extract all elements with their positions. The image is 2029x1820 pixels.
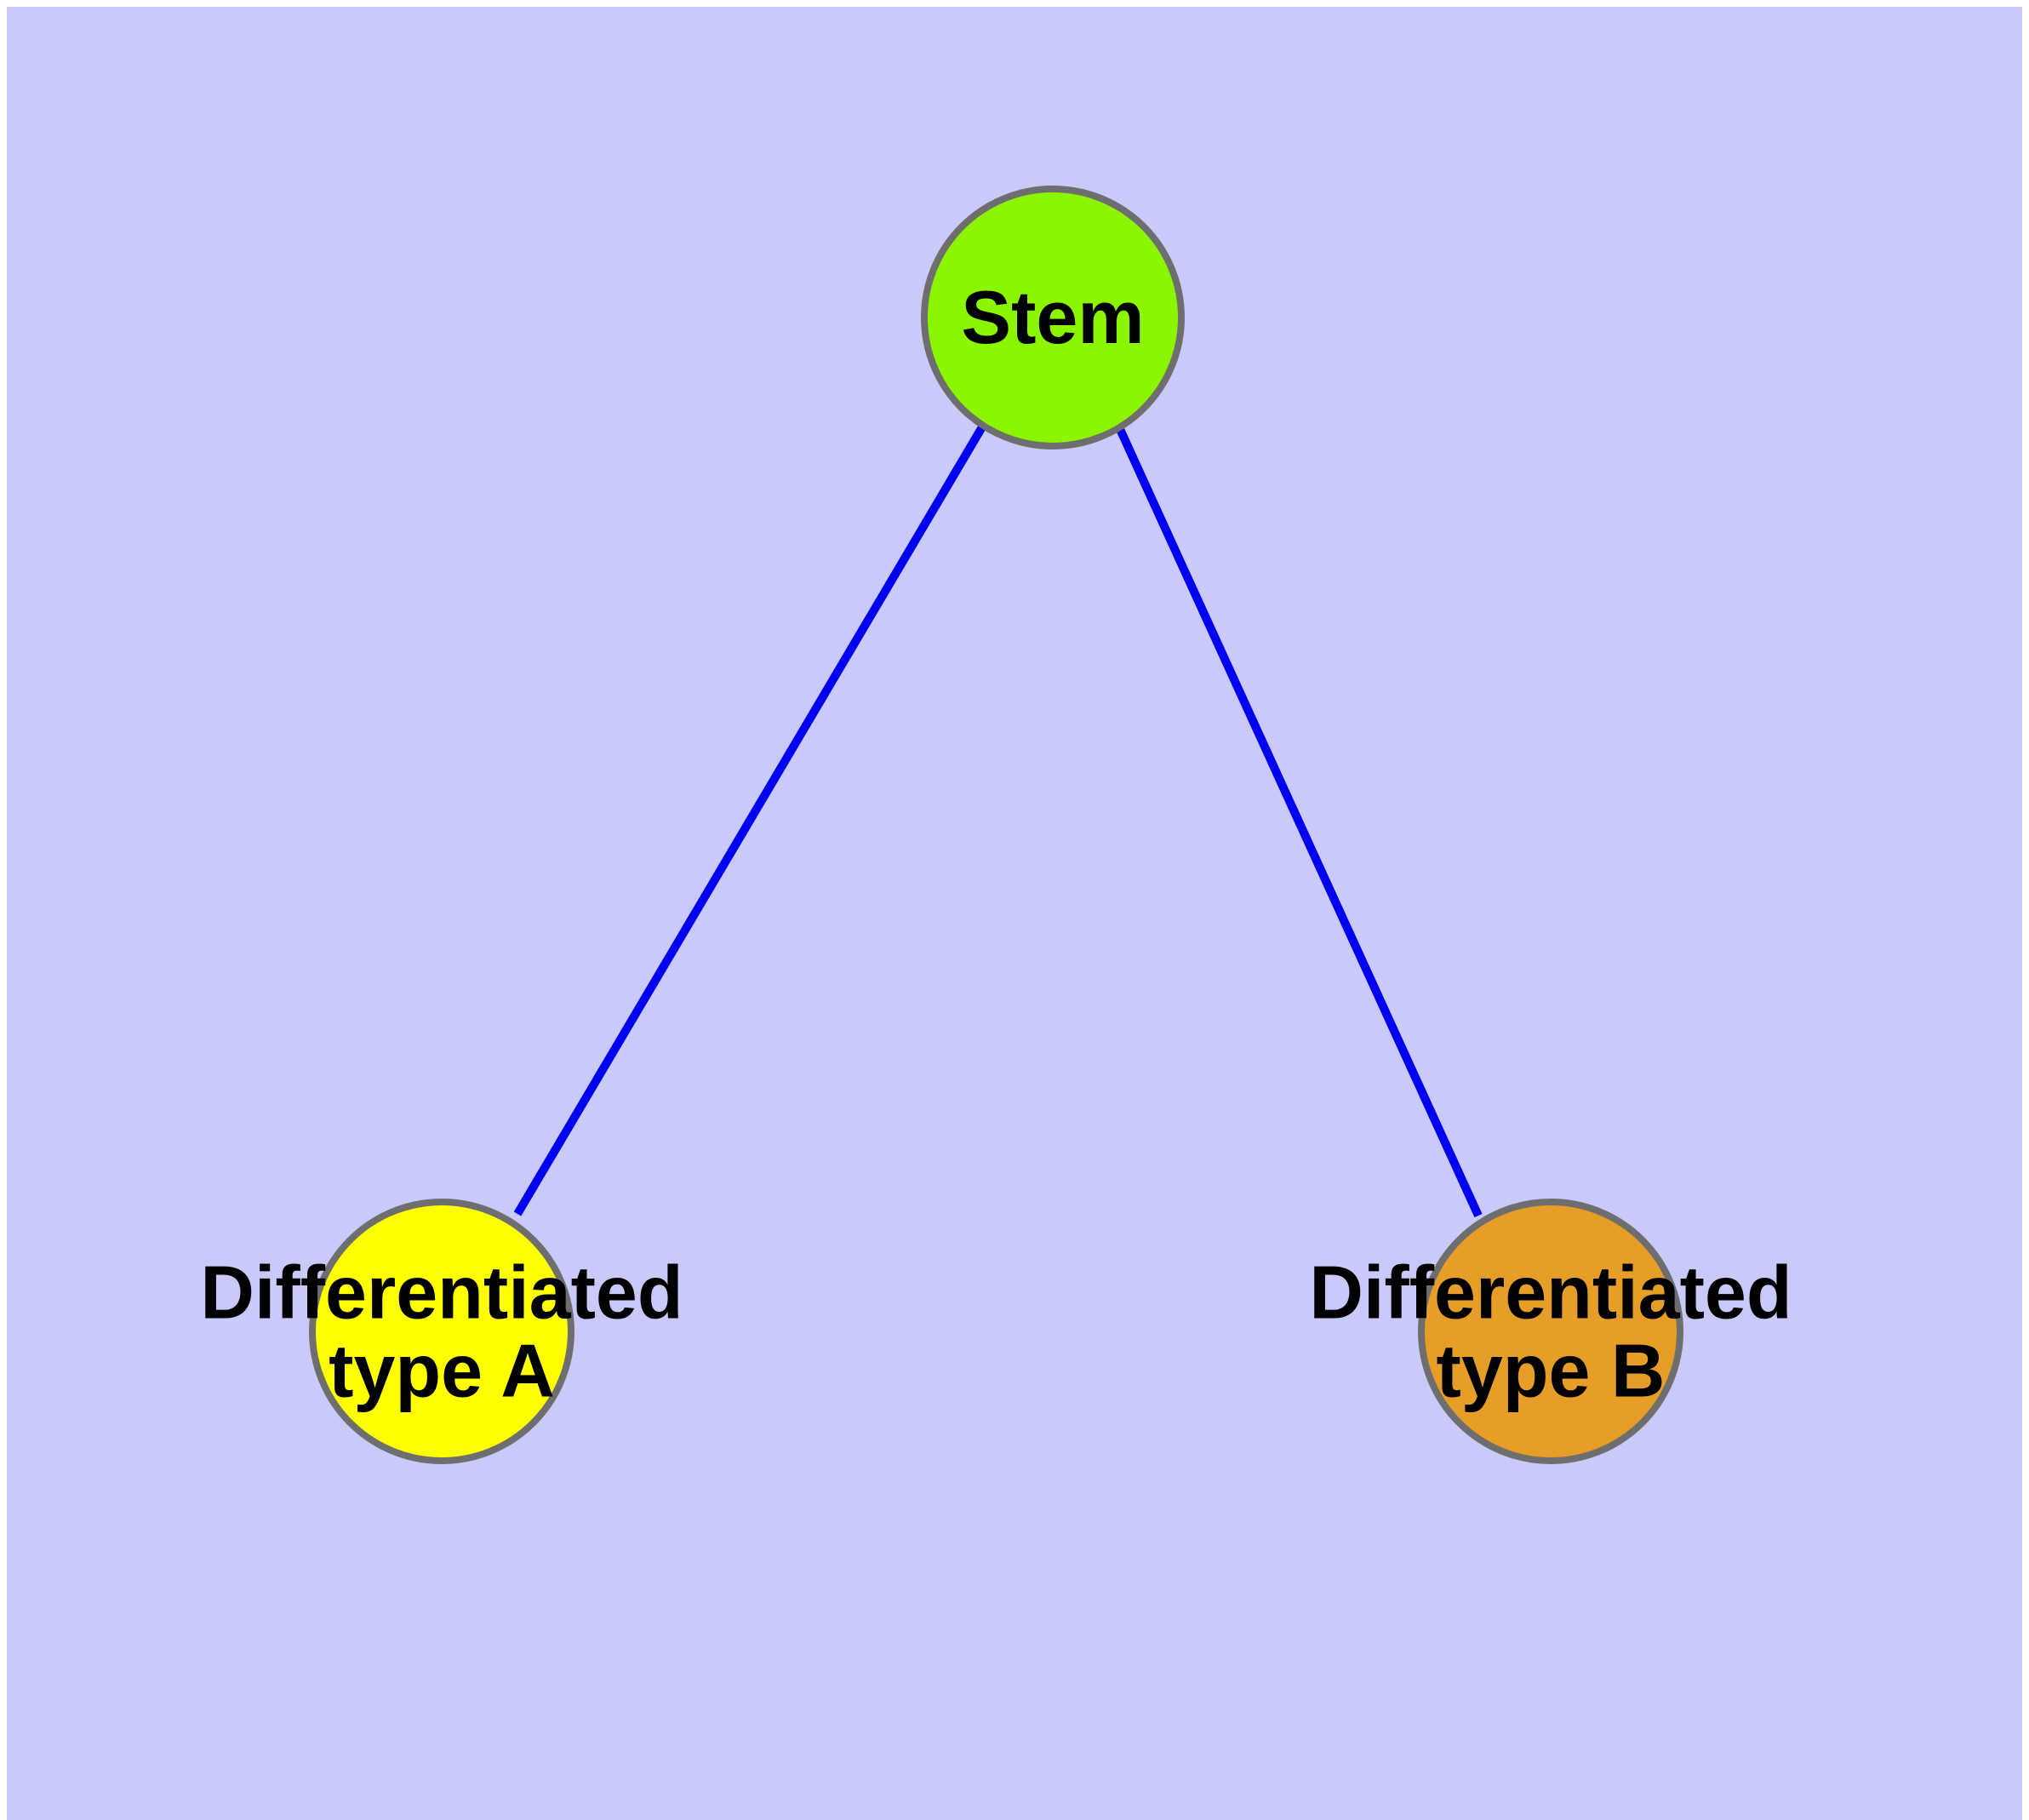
graph-node-stem[interactable] — [921, 186, 1185, 449]
graph-edge-stem-diff_b[interactable] — [1115, 425, 1483, 1218]
graph-node-diff_a[interactable] — [309, 1199, 574, 1464]
node-layer — [309, 186, 1683, 1464]
graph-node-diff_b[interactable] — [1418, 1199, 1683, 1464]
edge-layer — [513, 423, 1483, 1218]
graph-edge-stem-diff_a[interactable] — [513, 423, 987, 1216]
